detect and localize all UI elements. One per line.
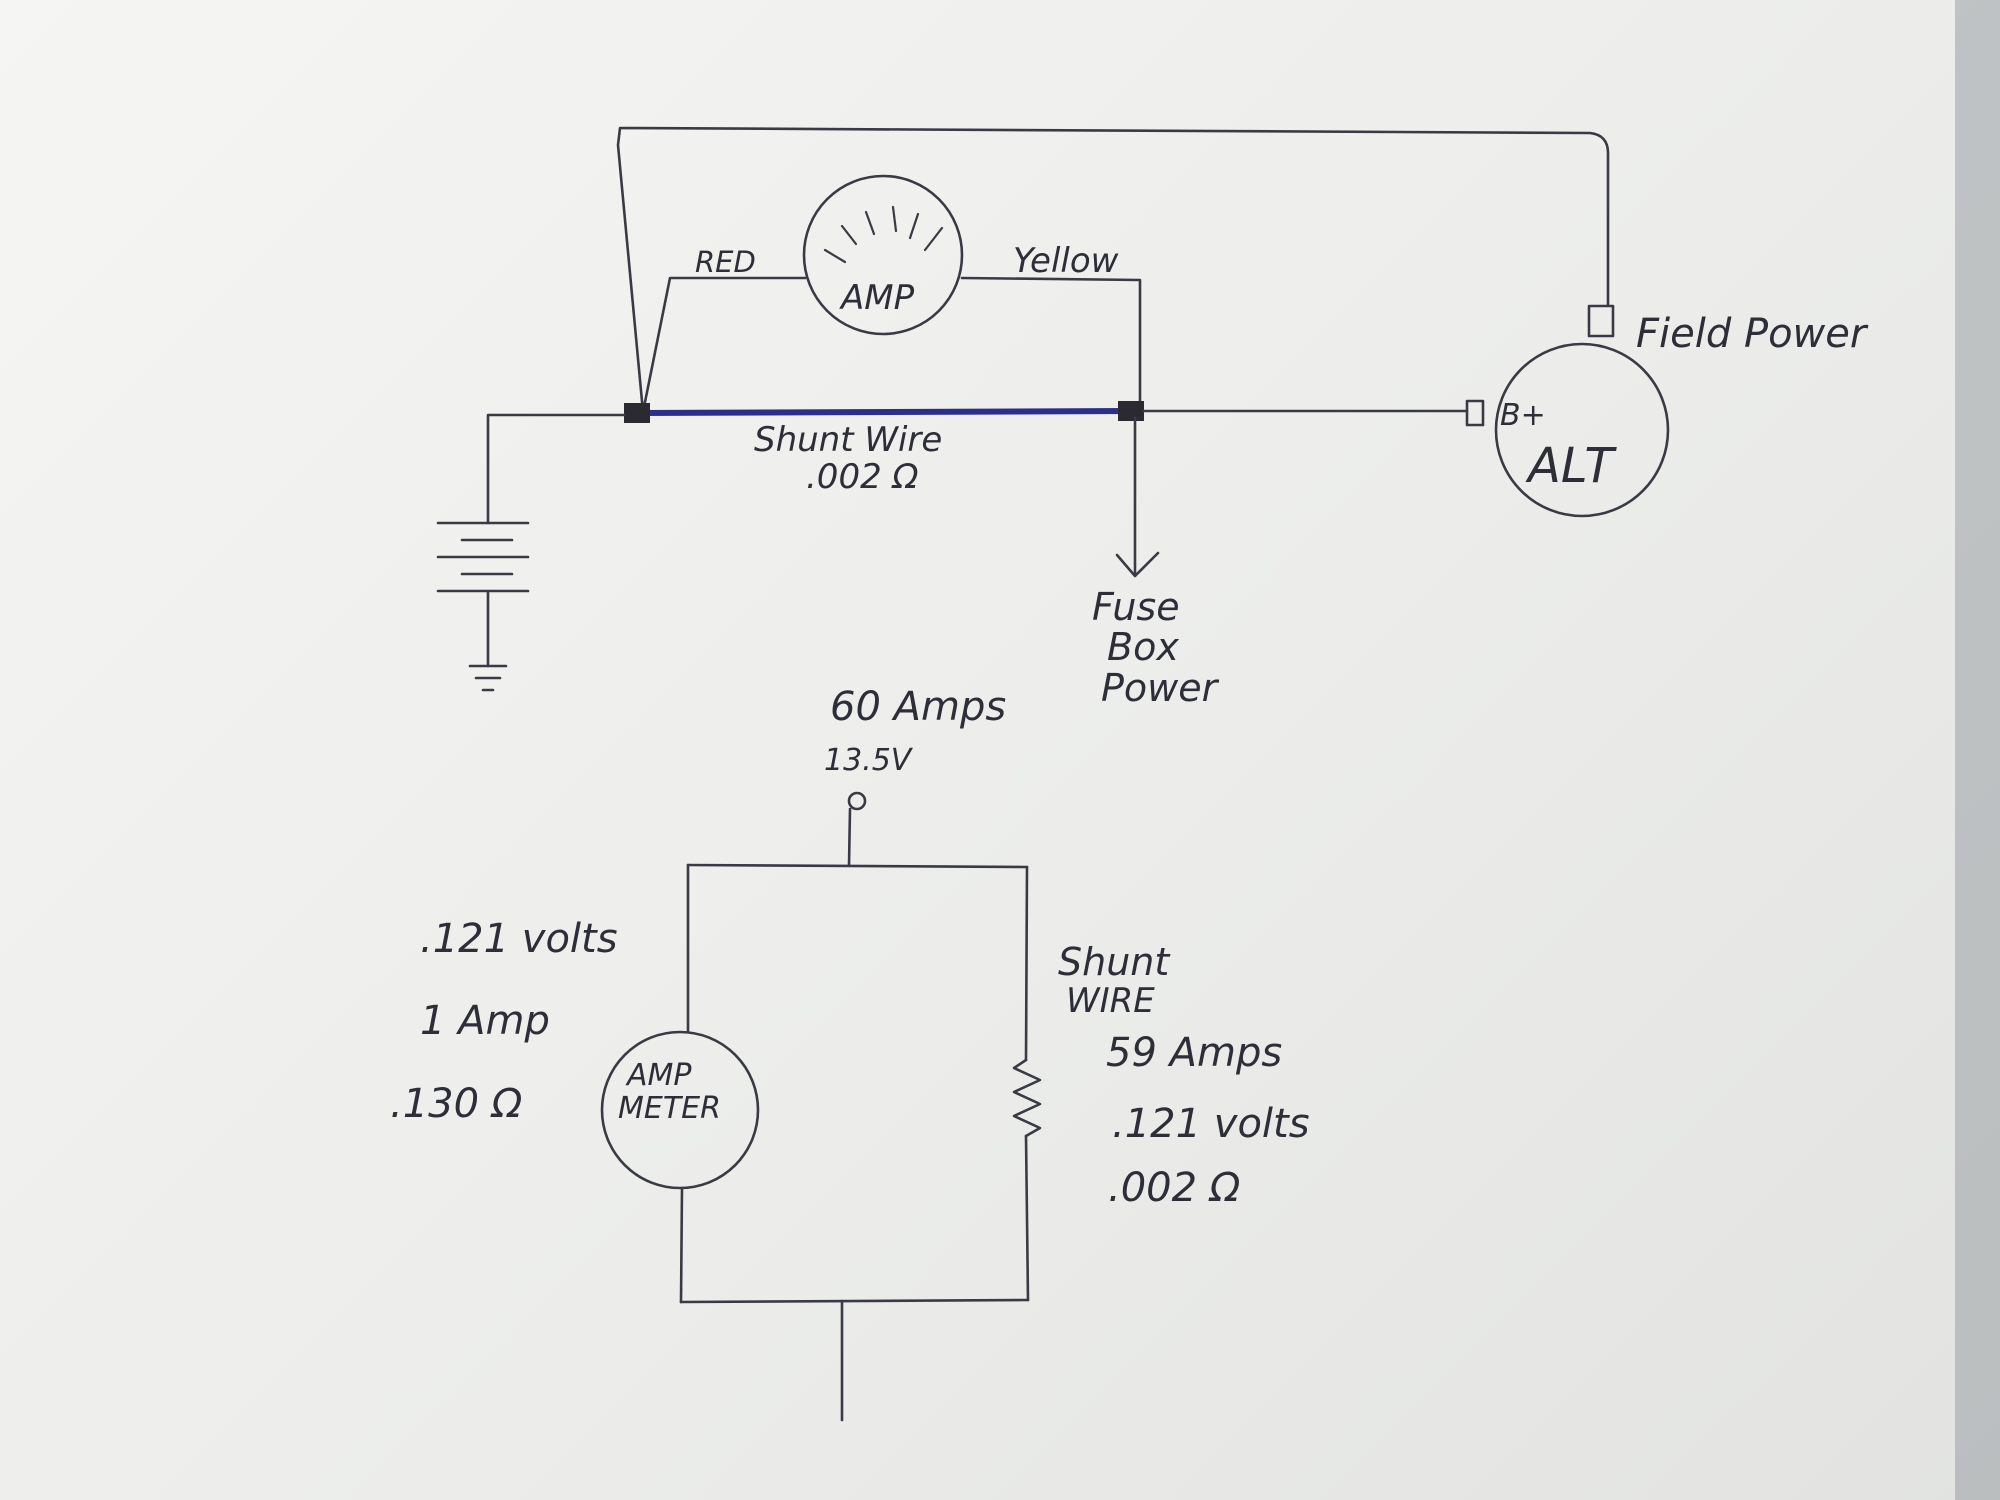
bottom-circuit: 60 Amps 13.5V .121 volts 1 Amp .130 Ω AM…: [390, 684, 1310, 1422]
left-shunt-terminal: [624, 403, 650, 423]
input-wire: [847, 807, 852, 867]
alternator: [1465, 304, 1670, 518]
field-loop-wire: [616, 126, 1610, 414]
alternator-circle: [1494, 342, 1670, 518]
shunt-ohms-label: .002 Ω: [1108, 1165, 1241, 1211]
page-edge-shadow: [1955, 0, 2000, 1500]
b-plus-label: B+: [1500, 398, 1546, 433]
field-terminal: [1587, 304, 1615, 338]
shunt-amps-label: 59 Amps: [1106, 1030, 1282, 1076]
meter-branch-wire: [679, 863, 690, 1304]
b-plus-terminal: [1465, 399, 1485, 427]
total-amps-label: 60 Amps: [830, 684, 1006, 730]
meter-amps-label: 1 Amp: [420, 998, 550, 1044]
fuse-label: Fuse: [1092, 585, 1180, 629]
meter-volts-label: .121 volts: [420, 916, 618, 962]
input-terminal: [847, 791, 867, 811]
meter-ohms-label: .130 Ω: [390, 1081, 523, 1127]
field-power-label: Field Power: [1636, 311, 1869, 357]
amp-meter-circle: [600, 1030, 760, 1190]
shunt-volts-label: .121 volts: [1112, 1101, 1310, 1147]
shunt-label-line2: WIRE: [1066, 981, 1155, 1021]
resistor-icon: [1012, 1058, 1042, 1138]
amp-gauge-circle: [802, 174, 964, 336]
shunt-resistance-label: .002 Ω: [806, 457, 919, 497]
parallel-frame-top: [686, 863, 1029, 869]
down-arrow-icon: [1115, 551, 1160, 578]
parallel-frame-bottom: [679, 1298, 1030, 1304]
battery-feed-wire: [486, 413, 626, 525]
box-label: Box: [1107, 625, 1179, 669]
amp-gauge-ticks: [823, 205, 944, 264]
amp-meter-label-line2: METER: [618, 1091, 721, 1126]
amp-meter-label-line1: AMP: [625, 1058, 692, 1093]
shunt-label-line1: Shunt: [1058, 940, 1171, 984]
ground-icon: [468, 589, 508, 692]
power-label: Power: [1101, 666, 1220, 710]
shunt-wire: [637, 408, 1133, 416]
battery-icon: [436, 521, 530, 593]
yellow-wire-label: Yellow: [1013, 241, 1119, 281]
shunt-branch-wire: [1024, 865, 1030, 1302]
amp-gauge-label: AMP: [839, 278, 915, 318]
top-circuit: RED AMP Yellow Field Power B+ ALT Shunt …: [436, 126, 1869, 710]
fuse-box-feed: [1115, 416, 1160, 578]
total-volts-label: 13.5V: [824, 743, 914, 778]
alt-label: ALT: [1525, 438, 1617, 494]
red-wire: [641, 276, 807, 414]
red-wire-label: RED: [695, 245, 756, 279]
right-shunt-terminal: [1118, 401, 1144, 421]
shunt-wire-label: Shunt Wire: [754, 420, 942, 460]
yellow-wire: [960, 276, 1142, 414]
amp-gauge: [802, 174, 964, 336]
